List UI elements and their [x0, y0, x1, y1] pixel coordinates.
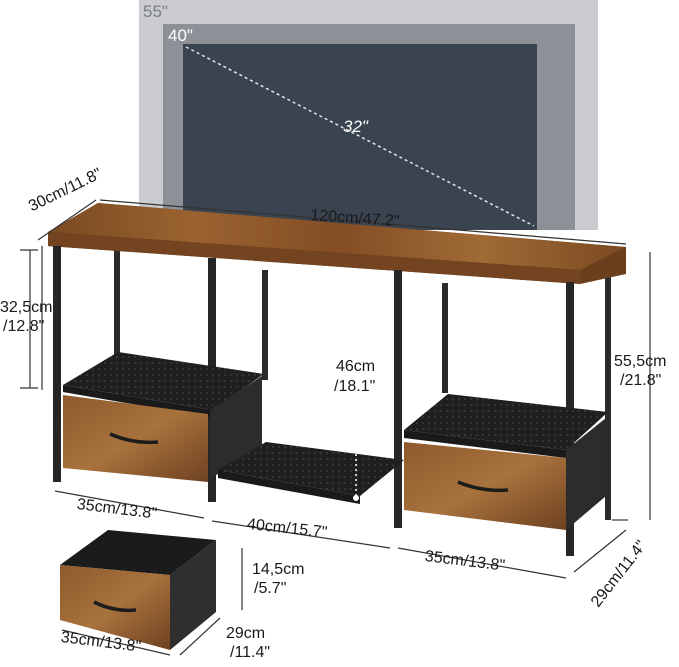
tv-55-label: 55"	[143, 2, 168, 21]
spare-drawer	[60, 530, 216, 650]
drawer-depth-cm-label: 29cm	[226, 625, 266, 642]
drawer-height-in-label: /5.7"	[254, 580, 287, 597]
table-top	[48, 203, 626, 284]
tv-40-label: 40"	[168, 26, 193, 45]
total-height-cm-label: 55,5cm	[614, 353, 667, 370]
total-height-in-label: /21.8"	[620, 372, 662, 389]
left-drawer-handle	[109, 432, 159, 445]
middle-height-cm-label: 46cm	[336, 358, 376, 375]
tv-32-label: 32"	[343, 117, 368, 136]
dimension-lines	[20, 199, 651, 656]
tv-size-32	[183, 44, 537, 230]
drawer-height-cm-label: 14,5cm	[252, 561, 305, 578]
left-bay	[63, 352, 264, 482]
drawer-depth-in-label: /11.4"	[230, 644, 271, 661]
spare-drawer-handle	[93, 600, 137, 613]
right-bay	[404, 394, 608, 530]
top-shelf-height-cm-label: 32,5cm	[0, 299, 53, 316]
tv-diagonal-line	[185, 46, 535, 227]
middle-height-in-label: /18.1"	[334, 378, 376, 395]
back-legs	[114, 248, 611, 520]
right-drawer-handle	[457, 480, 509, 493]
middle-bay	[218, 281, 404, 504]
top-shelf-height-in-label: /12.8"	[3, 318, 45, 335]
